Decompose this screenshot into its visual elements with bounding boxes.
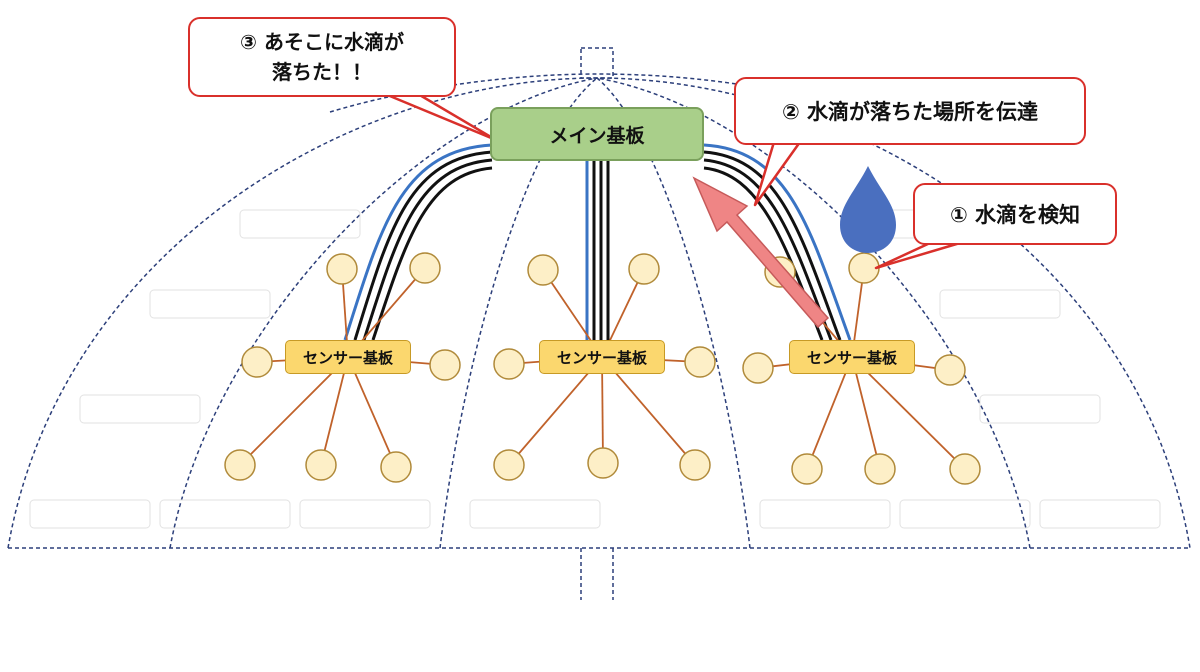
sensor-board-label: センサー基板 — [806, 348, 897, 367]
upward-arrow-icon — [692, 176, 830, 329]
sensor-node — [305, 449, 337, 481]
sensor-group-center — [493, 253, 716, 481]
cable-left — [343, 143, 493, 341]
sensor-node — [684, 346, 716, 378]
sensor-node — [224, 449, 256, 481]
callout-step2: ② 水滴が落ちた場所を伝達 — [734, 77, 1086, 145]
sensor-node — [527, 254, 559, 286]
sensor-board-right: センサー基板 — [789, 340, 915, 374]
callout-step3: ③ あそこに水滴が 落ちた！！ — [188, 17, 456, 97]
sensor-node — [949, 453, 981, 485]
sensor-board-center: センサー基板 — [539, 340, 665, 374]
sensor-node — [409, 252, 441, 284]
sensor-node-wet — [848, 252, 880, 284]
sensor-board-label: センサー基板 — [556, 348, 647, 367]
callout-step1-text: ① 水滴を検知 — [949, 203, 1081, 227]
callout-step1: ① 水滴を検知 — [913, 183, 1117, 245]
sensor-node — [628, 253, 660, 285]
sensor-node — [429, 349, 461, 381]
callout-step2-text: ② 水滴が落ちた場所を伝達 — [781, 100, 1039, 124]
callout-step3-line2: 落ちた！！ — [272, 60, 372, 84]
sensor-board-label: センサー基板 — [302, 348, 393, 367]
sensor-node — [493, 348, 525, 380]
callout-step3-line1: ③ あそこに水滴が — [240, 30, 404, 54]
sensor-node — [380, 451, 412, 483]
sensor-node — [493, 449, 525, 481]
main-board: メイン基板 — [490, 107, 704, 161]
sensor-node — [791, 453, 823, 485]
cable-center — [585, 160, 610, 340]
water-drop-icon — [840, 166, 896, 253]
sensor-node — [679, 449, 711, 481]
sensor-board-left: センサー基板 — [285, 340, 411, 374]
sensor-node — [864, 453, 896, 485]
sensor-node — [742, 352, 774, 384]
main-board-label: メイン基板 — [549, 124, 645, 147]
sensor-node — [241, 346, 273, 378]
sensor-node — [587, 447, 619, 479]
sensor-node — [934, 354, 966, 386]
sensor-node — [326, 253, 358, 285]
